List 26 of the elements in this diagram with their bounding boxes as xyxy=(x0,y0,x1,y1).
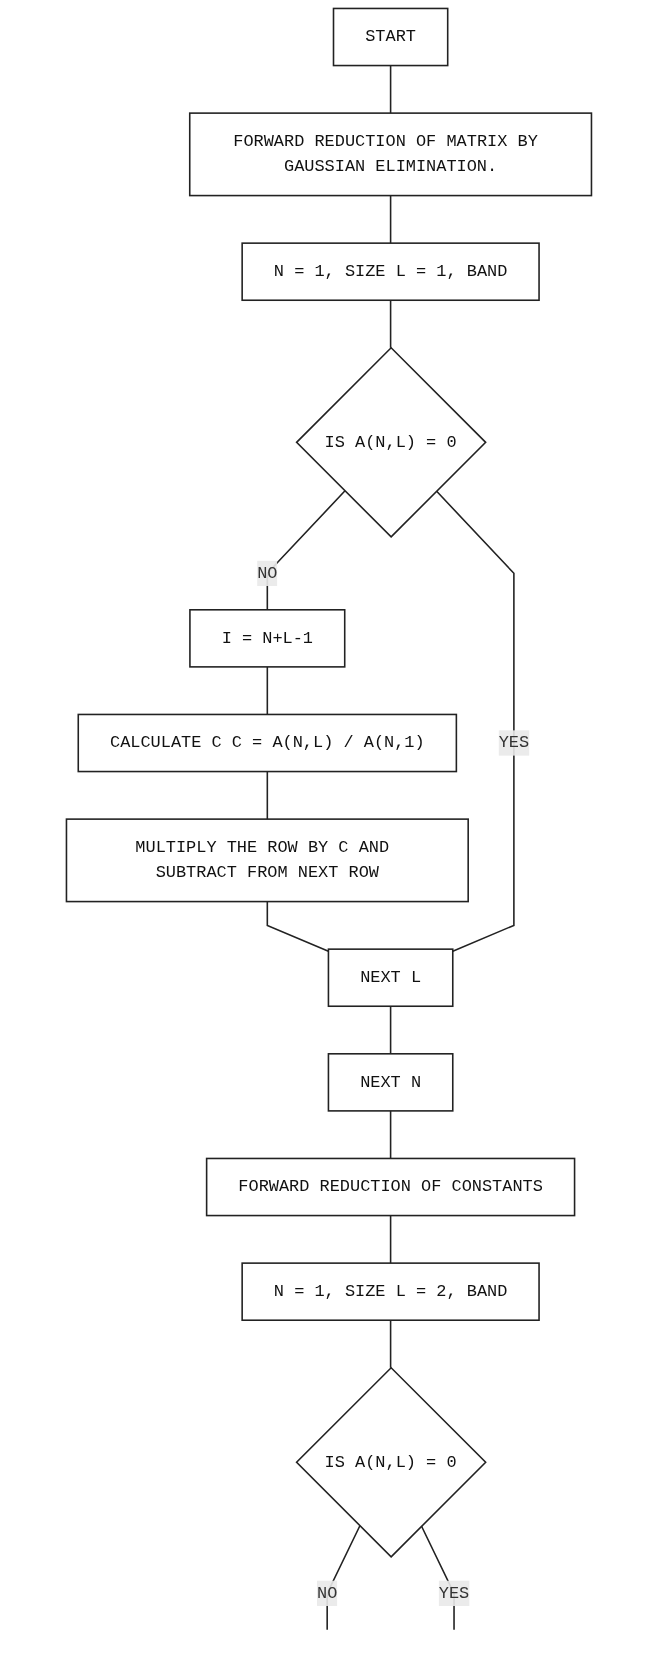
edge-label: NO xyxy=(257,563,278,583)
node-diamond: IS A(N,L) = 0 xyxy=(295,1366,487,1558)
node-box: NEXT L xyxy=(327,948,454,1008)
connector xyxy=(389,194,392,244)
edge-label: NO xyxy=(317,1583,338,1603)
node-diamond: IS A(N,L) = 0 xyxy=(295,346,487,538)
connector xyxy=(266,666,269,716)
connector xyxy=(389,64,392,114)
connector xyxy=(435,490,515,953)
edge-label: YES xyxy=(498,733,530,753)
connector xyxy=(389,1110,392,1160)
node-box: N = 1, SIZE L = 1, BAND xyxy=(241,242,540,302)
node-box: NEXT N xyxy=(327,1053,454,1112)
connector xyxy=(266,770,269,820)
node-box: MULTIPLY THE ROW BY C AND SUBTRACT FROM NEXT ROW xyxy=(65,818,469,903)
connector xyxy=(389,299,392,349)
connector xyxy=(389,1005,392,1055)
node-box: I = N+L-1 xyxy=(189,609,346,668)
node-box: FORWARD REDUCTION OF MATRIX BY GAUSSIAN ELIMINATION. xyxy=(188,112,593,197)
node-box: N = 1, SIZE L = 2, BAND xyxy=(241,1262,540,1321)
node-box: FORWARD REDUCTION OF CONSTANTS xyxy=(205,1157,576,1217)
node-box: CALCULATE C C = A(N,L) / A(N,1) xyxy=(77,713,458,773)
connector xyxy=(389,1319,392,1369)
edge-label: YES xyxy=(438,1583,470,1603)
node-box: START xyxy=(332,7,449,67)
connector xyxy=(389,1214,392,1264)
